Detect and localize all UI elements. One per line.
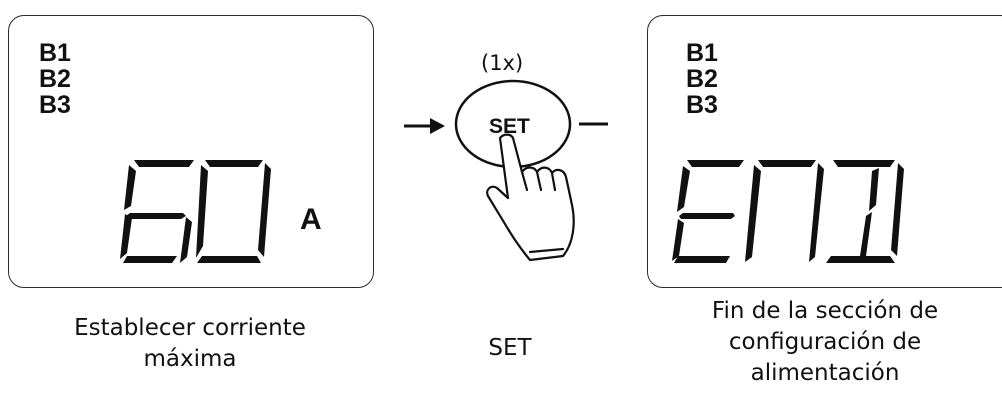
caption-right-line2: configuración de: [728, 329, 922, 355]
set-button-label: SET: [489, 115, 530, 138]
caption-left-line1: Establecer corriente: [74, 315, 306, 341]
bank-label-b3: B3: [39, 91, 71, 119]
bank-label-b2: B2: [39, 65, 71, 93]
bank-label-b3: B3: [686, 91, 718, 119]
unit-amps: A: [300, 203, 322, 236]
bank-label-b1: B1: [686, 39, 718, 67]
pointing-hand-icon: [486, 133, 575, 262]
caption-right-line3: alimentación: [750, 360, 900, 386]
lcd-display-end: B1 B2 B3: [647, 15, 1002, 288]
arrow-right-icon: [404, 118, 445, 134]
seven-segment-value-end: [672, 160, 904, 263]
caption-left-line2: máxima: [143, 346, 237, 372]
set-button[interactable]: SET: [454, 79, 572, 169]
bank-label-b2: B2: [686, 65, 718, 93]
press-count-label: (1x): [481, 51, 523, 75]
caption-right-line1: Fin de la sección de: [711, 298, 939, 324]
caption-left: Establecer corriente máxima: [40, 313, 340, 375]
caption-set: SET: [488, 335, 532, 361]
seven-segment-value-60: [120, 160, 271, 263]
bank-label-b1: B1: [39, 39, 71, 67]
lcd-display-current: B1 B2 B3: [8, 15, 374, 288]
caption-right: Fin de la sección de configuración de al…: [675, 296, 975, 389]
